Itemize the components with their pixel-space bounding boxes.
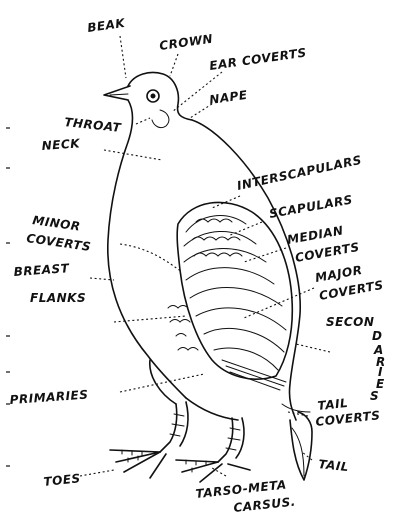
label-beak: BEAK <box>86 16 127 35</box>
right-leg <box>218 418 233 462</box>
label-minor-line1: MINOR <box>32 213 82 234</box>
label-interscapulars: INTERSCAPULARS <box>236 153 363 193</box>
label-flanks: FLANKS <box>30 291 86 305</box>
label-tail-coverts-line1: TAIL <box>317 396 349 413</box>
label-nape: NAPE <box>208 88 248 107</box>
wing-shape <box>177 202 292 379</box>
label-tarso-line2: CARSUS. <box>233 495 297 515</box>
label-secondaries-s: S <box>370 389 379 403</box>
bird-outline <box>104 73 312 483</box>
label-breast: BREAST <box>13 261 70 279</box>
page-edge-marks <box>6 128 10 466</box>
front-outline <box>108 100 186 398</box>
head-outline <box>128 73 192 121</box>
left-leg <box>160 404 177 452</box>
label-neck: NECK <box>41 136 81 153</box>
label-scapulars: SCAPULARS <box>268 192 354 220</box>
labels: BEAK CROWN EAR COVERTS NAPE THROAT NECK … <box>9 16 386 515</box>
label-minor-line2: COVERTS <box>26 231 92 254</box>
label-ear-coverts: EAR COVERTS <box>208 45 307 73</box>
label-secondaries-d: D <box>372 329 382 343</box>
label-tail: TAIL <box>318 457 350 474</box>
label-secondaries-line1: SECON <box>326 315 374 329</box>
label-primaries: PRIMARIES <box>9 388 89 407</box>
label-throat: THROAT <box>64 115 122 135</box>
beak-shape <box>104 86 130 100</box>
label-toes: TOES <box>43 471 81 489</box>
label-crown: CROWN <box>158 32 213 53</box>
